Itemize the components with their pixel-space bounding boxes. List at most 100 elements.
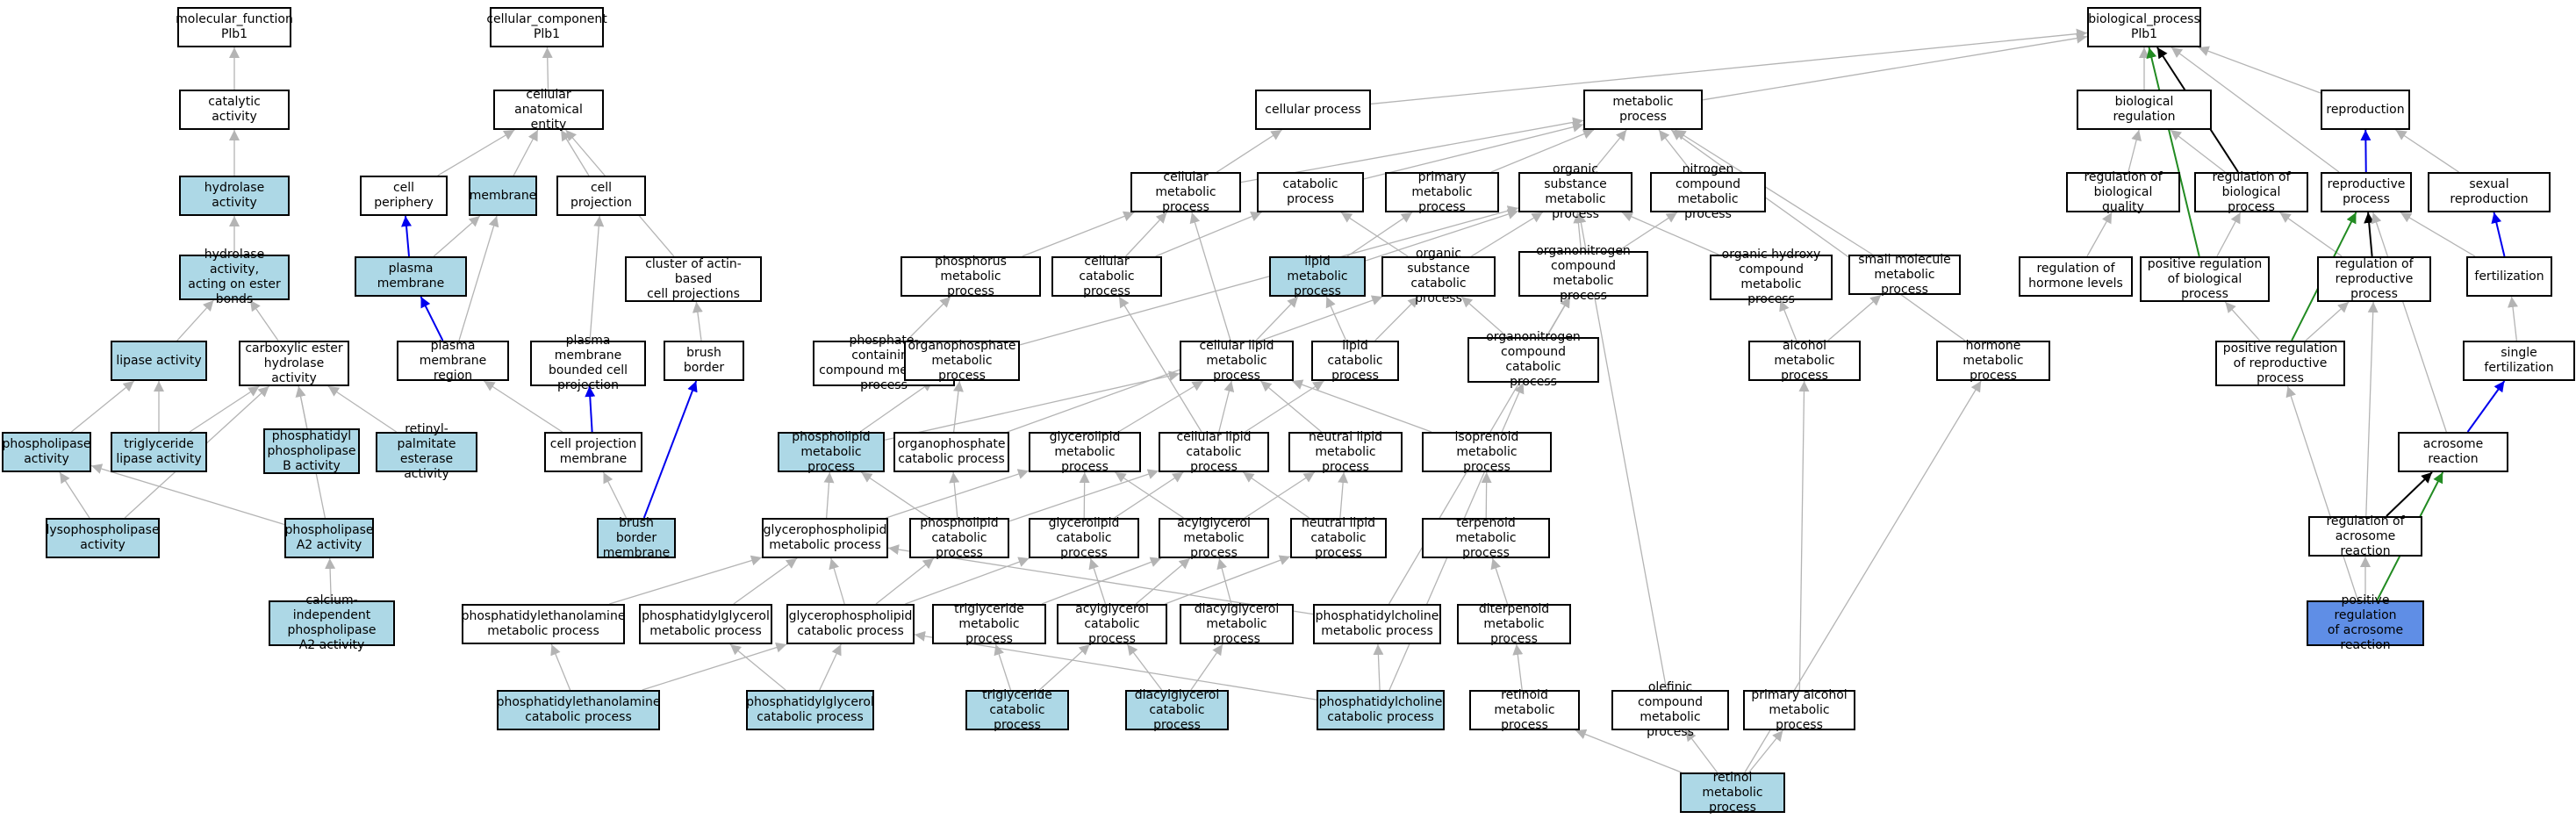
go-term-node[interactable]: acrosome reaction: [2398, 432, 2508, 472]
go-term-node[interactable]: phosphatidylglycerol catabolic process: [746, 690, 874, 730]
go-term-node[interactable]: plasma membrane region: [397, 339, 509, 383]
go-term-node[interactable]: isoprenoid metabolic process: [1422, 430, 1552, 474]
go-term-node[interactable]: hydrolase activity, acting on ester bond…: [179, 248, 290, 306]
go-term-node[interactable]: cell projection: [556, 176, 646, 216]
go-term-node[interactable]: metabolic process: [1583, 90, 1703, 130]
go-term-node[interactable]: cellular anatomical entity: [493, 88, 604, 132]
edge-arrow: [994, 643, 1012, 691]
go-term-node[interactable]: positive regulation of biological proces…: [2140, 256, 2270, 302]
go-term-node[interactable]: biological_process Plb1: [2087, 7, 2201, 47]
go-term-node[interactable]: cellular catabolic process: [1051, 255, 1162, 298]
go-term-node[interactable]: terpenoid metabolic process: [1422, 516, 1550, 560]
go-term-node[interactable]: cellular_component Plb1: [486, 7, 607, 47]
go-term-node[interactable]: small molecule metabolic process: [1848, 253, 1961, 297]
go-term-node[interactable]: retinyl-palmitate esterase activity: [376, 422, 477, 481]
go-term-node[interactable]: neutral lipid metabolic process: [1288, 430, 1403, 474]
go-term-node[interactable]: phosphatidylcholine catabolic process: [1317, 690, 1445, 730]
go-term-node[interactable]: olefinic compound metabolic process: [1611, 680, 1729, 739]
go-term-node[interactable]: phosphatidylcholine metabolic process: [1313, 604, 1441, 644]
go-term-node[interactable]: phosphatidyl phospholipase B activity: [263, 428, 360, 474]
go-term-node[interactable]: regulation of biological quality: [2066, 170, 2180, 214]
go-term-node[interactable]: phospholipid catabolic process: [909, 516, 1009, 560]
go-term-node[interactable]: cellular lipid catabolic process: [1159, 430, 1269, 474]
go-term-node[interactable]: hormone metabolic process: [1936, 339, 2050, 383]
go-term-node[interactable]: triglyceride catabolic process: [965, 688, 1069, 732]
go-term-node[interactable]: glycerophospholipid catabolic process: [786, 604, 915, 644]
go-term-node[interactable]: primary alcohol metabolic process: [1743, 688, 1855, 732]
go-term-node[interactable]: catabolic process: [1257, 172, 1364, 212]
go-term-node[interactable]: glycerolipid catabolic process: [1029, 516, 1139, 560]
go-term-node[interactable]: alcohol metabolic process: [1748, 339, 1861, 383]
go-term-node[interactable]: regulation of biological process: [2194, 170, 2308, 214]
go-term-node[interactable]: hydrolase activity: [179, 176, 290, 216]
go-term-node[interactable]: calcium-independent phospholipase A2 act…: [269, 593, 395, 652]
go-term-node[interactable]: cellular metabolic process: [1130, 170, 1241, 214]
go-term-node[interactable]: diacylglycerol catabolic process: [1125, 688, 1229, 732]
go-term-node[interactable]: retinol metabolic process: [1680, 771, 1785, 815]
go-term-node[interactable]: phospholipid metabolic process: [778, 430, 885, 474]
go-term-node[interactable]: reproduction: [2321, 90, 2410, 130]
go-term-node[interactable]: regulation of reproductive process: [2317, 256, 2431, 302]
go-term-node[interactable]: nitrogen compound metabolic process: [1650, 162, 1766, 221]
go-term-node[interactable]: primary metabolic process: [1385, 170, 1499, 214]
go-term-node[interactable]: organophosphate metabolic process: [904, 339, 1020, 383]
go-term-node[interactable]: catalytic activity: [179, 90, 290, 130]
go-term-node[interactable]: organonitrogen compound metabolic proces…: [1518, 244, 1648, 303]
go-term-node[interactable]: diacylglycerol metabolic process: [1180, 602, 1294, 646]
go-term-node[interactable]: organic substance metabolic process: [1518, 162, 1632, 221]
edge-arrow: [2216, 212, 2242, 257]
edge-arrow: [1216, 129, 1282, 173]
go-term-node[interactable]: reproductive process: [2321, 172, 2412, 212]
go-term-node[interactable]: acylglycerol catabolic process: [1057, 602, 1167, 646]
go-term-node[interactable]: phosphatidylethanolamine catabolic proce…: [497, 690, 660, 730]
go-term-node[interactable]: brush border membrane: [597, 516, 676, 560]
go-term-node[interactable]: phospholipase A2 activity: [284, 518, 374, 558]
edge-arrow: [1125, 212, 1167, 257]
go-term-node[interactable]: brush border: [664, 341, 744, 381]
go-term-node[interactable]: phosphorus metabolic process: [901, 255, 1041, 298]
go-term-node[interactable]: glycerolipid metabolic process: [1029, 430, 1141, 474]
go-term-node[interactable]: organonitrogen compound catabolic proces…: [1467, 330, 1599, 389]
go-term-node[interactable]: cellular process: [1255, 90, 1371, 130]
go-term-node[interactable]: organophosphate catabolic process: [893, 432, 1009, 472]
go-term-node[interactable]: cell periphery: [360, 176, 448, 216]
go-term-node[interactable]: organic hydroxy compound metabolic proce…: [1710, 248, 1833, 306]
go-term-node[interactable]: triglyceride lipase activity: [111, 432, 207, 472]
go-term-node[interactable]: lysophospholipase activity: [46, 518, 160, 558]
go-term-node[interactable]: sexual reproduction: [2428, 172, 2551, 212]
go-term-node[interactable]: lipid metabolic process: [1269, 255, 1366, 298]
edge-arrow: [823, 471, 835, 519]
go-term-node[interactable]: plasma membrane: [355, 256, 467, 297]
go-term-node[interactable]: fertilization: [2466, 256, 2552, 297]
go-term-node[interactable]: regulation of hormone levels: [2019, 256, 2133, 297]
go-term-node[interactable]: triglyceride metabolic process: [932, 602, 1046, 646]
go-term-node[interactable]: phospholipase activity: [2, 432, 91, 472]
go-term-node[interactable]: positive regulation of acrosome reaction: [2307, 593, 2424, 652]
go-term-node[interactable]: neutral lipid catabolic process: [1290, 516, 1387, 560]
go-term-node[interactable]: phosphatidylglycerol metabolic process: [639, 604, 772, 644]
go-term-node[interactable]: lipid catabolic process: [1311, 339, 1399, 383]
go-term-node[interactable]: glycerophospholipid metabolic process: [762, 518, 888, 558]
edge-arrow: [1481, 471, 1492, 519]
go-term-node[interactable]: phosphatidylethanolamine metabolic proce…: [462, 604, 625, 644]
go-term-node[interactable]: biological regulation: [2077, 90, 2212, 130]
go-term-node[interactable]: cluster of actin-based cell projections: [625, 256, 762, 302]
go-term-node[interactable]: molecular_function Plb1: [176, 7, 293, 47]
go-term-node[interactable]: membrane: [469, 176, 537, 216]
go-term-node[interactable]: retinoid metabolic process: [1469, 688, 1580, 732]
edge-arrow: [1363, 121, 1584, 180]
go-term-node[interactable]: cell projection membrane: [544, 432, 642, 472]
edge-arrow: [1115, 471, 1184, 519]
go-term-node[interactable]: regulation of acrosome reaction: [2308, 514, 2422, 558]
go-term-node[interactable]: acylglycerol metabolic process: [1159, 516, 1269, 560]
go-term-node[interactable]: positive regulation of reproductive proc…: [2215, 341, 2345, 386]
go-term-node[interactable]: organic substance catabolic process: [1381, 247, 1496, 305]
edge-arrow: [2086, 212, 2113, 257]
go-term-node[interactable]: diterpenoid metabolic process: [1457, 602, 1571, 646]
go-term-node[interactable]: cellular lipid metabolic process: [1180, 339, 1294, 383]
go-term-node[interactable]: carboxylic ester hydrolase activity: [239, 341, 349, 386]
go-term-node[interactable]: plasma membrane bounded cell projection: [530, 334, 646, 392]
go-term-node[interactable]: lipase activity: [111, 341, 207, 381]
edge-arrow: [829, 557, 845, 605]
go-term-node[interactable]: single fertilization: [2463, 341, 2575, 381]
